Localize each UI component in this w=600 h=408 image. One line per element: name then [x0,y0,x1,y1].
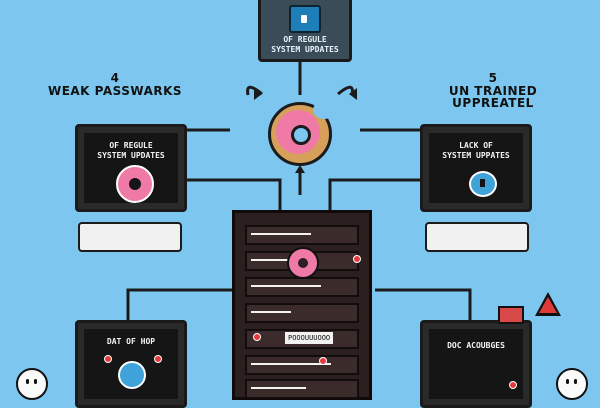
donut-icon [268,101,335,166]
right-top-screen-line1: LACK OF [459,141,493,150]
left-top-screen-text: OF REGULE SYSTEM UPDATES [88,141,174,160]
server-label: POOOUUUOOO [285,332,334,344]
right-top-screen-line2: SYSTEM UPPATES [442,150,510,160]
lock-icon [289,5,321,33]
lock-icon [469,171,497,197]
left-top-screen-line1: OF REGULE [109,141,153,150]
server-bay [245,355,359,375]
top-box-caption-line1: OF REGULE [283,35,327,44]
top-box: OF REGULE SYSTEM UPDATES [258,0,352,62]
warning-icon [535,292,561,316]
status-led [353,255,361,263]
left-top-heading: WEAK PASSWARKS [47,83,183,98]
right-bottom-screen-text: DOC ACOUBGES [433,341,519,351]
top-box-caption-line2: SYSTEM UPDATES [271,44,339,54]
right-bottom-monitor: DOC ACOUBGES [420,320,532,408]
server-bay: POOOUUUOOO [245,329,359,349]
left-top-monitor: OF REGULE SYSTEM UPDATES [75,124,187,212]
status-led [319,357,327,365]
left-bottom-screen-text: DAT OF HOP [88,337,174,347]
top-box-caption: OF REGULE SYSTEM UPDATES [267,35,343,54]
left-bottom-screen-line1: DAT OF HOP [106,337,156,346]
right-bottom-screen-line1: DOC ACOUBGES [447,341,505,350]
server-rack: POOOUUUOOO [232,210,372,400]
donut-icon [116,165,154,203]
right-top-heading-line2: UPPREATEL [452,96,534,111]
left-top-keyboard [78,222,182,252]
right-top-label: 5 UN TRAINED UPPREATEL [418,72,568,110]
network-icon [118,361,146,389]
right-top-number: 5 [488,71,498,85]
folder-icon [498,306,524,324]
person-icon [556,368,588,400]
left-top-label: 4 WEAK PASSWARKS [40,72,190,97]
right-top-keyboard [425,222,529,252]
status-led [154,355,162,363]
left-bottom-monitor: DAT OF HOP [75,320,187,408]
right-top-monitor: LACK OF SYSTEM UPPATES [420,124,532,212]
person-icon [16,368,48,400]
right-top-heading-line1: UN TRAINED [448,83,538,98]
server-bay [245,303,359,323]
status-led [253,333,261,341]
server-bay [245,225,359,245]
server-bay [245,379,359,399]
right-top-screen-text: LACK OF SYSTEM UPPATES [433,141,519,160]
status-led [509,381,517,389]
left-top-screen-line2: SYSTEM UPDATES [97,150,165,160]
server-bay [245,277,359,297]
donut-icon [287,247,319,279]
left-top-number: 4 [110,71,120,85]
status-led [104,355,112,363]
